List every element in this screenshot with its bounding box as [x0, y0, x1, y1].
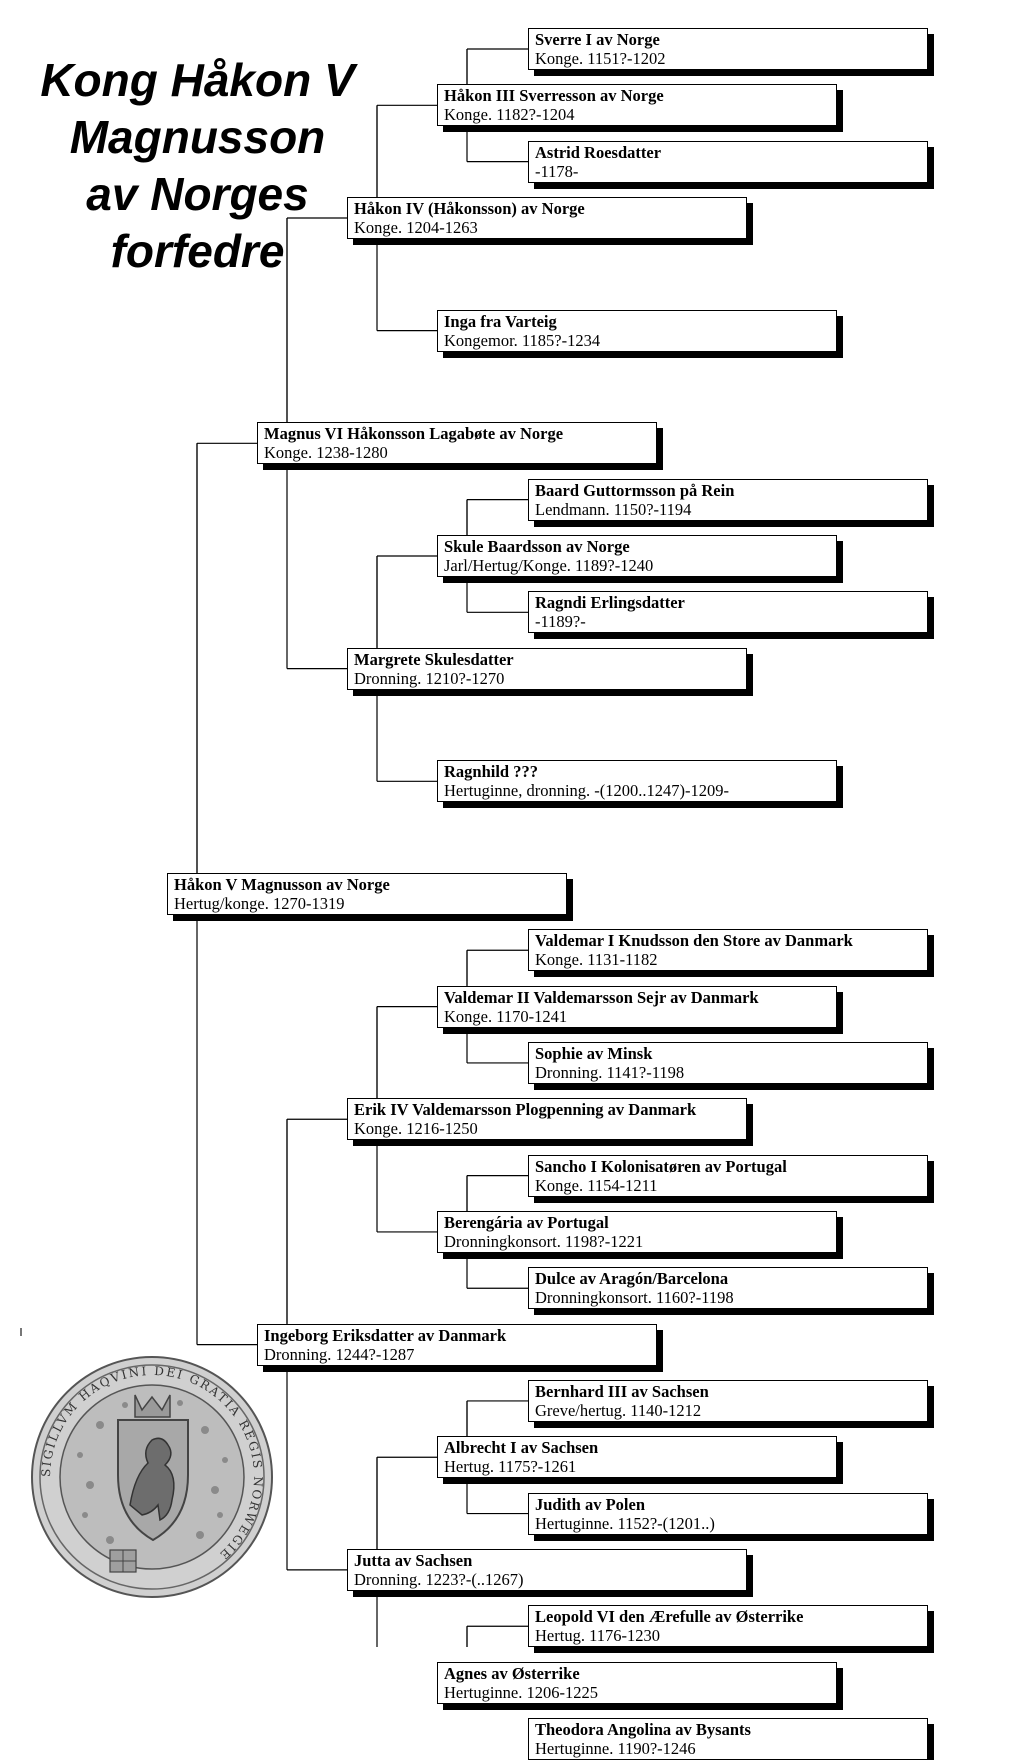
- person-box-sancho-i[interactable]: Sancho I Kolonisatøren av Portugal Konge…: [528, 1154, 928, 1197]
- person-info: Greve/hertug. 1140-1212: [535, 1400, 702, 1420]
- person-box-ragnhild[interactable]: Ragnhild ??? Hertuginne, dronning. -(120…: [437, 760, 837, 803]
- person-box-theodora-angolina[interactable]: Theodora Angolina av Bysants Hertuginne.…: [528, 1717, 928, 1760]
- person-info: Dronning. 1223?-(..1267): [354, 1569, 524, 1589]
- person-box-agnes-av-osterrike[interactable]: Agnes av Østerrike Hertuginne. 1206-1225: [437, 1661, 837, 1704]
- person-box-margrete-skulesdatter[interactable]: Margrete Skulesdatter Dronning. 1210?-12…: [347, 647, 747, 690]
- person-box-judith-av-polen[interactable]: Judith av Polen Hertuginne. 1152?-(1201.…: [528, 1492, 928, 1535]
- royal-seal-lion-icon: SIGILLVM HAQVINI DEI GRATIA REGIS NORWEG…: [31, 1356, 273, 1598]
- person-name: Judith av Polen: [535, 1494, 646, 1514]
- person-box-ingeborg-eriksdatter[interactable]: Ingeborg Eriksdatter av Danmark Dronning…: [257, 1323, 657, 1366]
- person-name: Håkon IV (Håkonsson) av Norge: [354, 198, 585, 218]
- person-info: Lendmann. 1150?-1194: [535, 499, 692, 519]
- person-info: Hertuginne. 1206-1225: [444, 1682, 598, 1702]
- person-info: Hertug. 1175?-1261: [444, 1457, 577, 1477]
- person-box-erik-iv[interactable]: Erik IV Valdemarsson Plogpenning av Danm…: [347, 1098, 747, 1141]
- person-name: Ragndi Erlingsdatter: [535, 593, 685, 613]
- person-info: Hertug. 1176-1230: [535, 1626, 660, 1646]
- person-info: Konge. 1182?-1204: [444, 105, 575, 125]
- person-name: Ragnhild ???: [444, 762, 538, 782]
- title-line-4: forfedre: [110, 225, 285, 277]
- person-box-leopold-vi[interactable]: Leopold VI den Ærefulle av Østerrike Her…: [528, 1605, 928, 1648]
- person-box-albrecht-i[interactable]: Albrecht I av Sachsen Hertug. 1175?-1261: [437, 1436, 837, 1479]
- person-box-bernhard-iii[interactable]: Bernhard III av Sachsen Greve/hertug. 11…: [528, 1379, 928, 1422]
- person-box-skule-baardsson[interactable]: Skule Baardsson av Norge Jarl/Hertug/Kon…: [437, 534, 837, 577]
- person-box-hakon-iv[interactable]: Håkon IV (Håkonsson) av Norge Konge. 120…: [347, 196, 747, 239]
- person-info: Jarl/Hertug/Konge. 1189?-1240: [444, 555, 654, 575]
- person-info: Dronningkonsort. 1160?-1198: [535, 1288, 734, 1308]
- title-line-2: Magnusson: [69, 111, 326, 163]
- person-name: Valdemar I Knudsson den Store av Danmark: [535, 931, 853, 951]
- person-box-valdemar-ii[interactable]: Valdemar II Valdemarsson Sejr av Danmark…: [437, 985, 837, 1028]
- person-box-hakon-iii[interactable]: Håkon III Sverresson av Norge Konge. 118…: [437, 84, 837, 127]
- person-info: Hertug/konge. 1270-1319: [174, 893, 345, 913]
- person-info: Konge. 1131-1182: [535, 950, 658, 970]
- person-box-sophie-av-minsk[interactable]: Sophie av Minsk Dronning. 1141?-1198: [528, 1041, 928, 1084]
- person-name: Inga fra Varteig: [444, 311, 557, 331]
- person-name: Erik IV Valdemarsson Plogpenning av Danm…: [354, 1100, 697, 1120]
- person-name: Astrid Roesdatter: [535, 142, 662, 162]
- person-name: Theodora Angolina av Bysants: [535, 1719, 751, 1739]
- person-info: -1189?-: [535, 612, 586, 632]
- person-name: Bernhard III av Sachsen: [535, 1381, 709, 1401]
- person-box-astrid-roesdatter[interactable]: Astrid Roesdatter -1178-: [528, 140, 928, 183]
- person-name: Sancho I Kolonisatøren av Portugal: [535, 1156, 787, 1176]
- person-info: Dronningkonsort. 1198?-1221: [444, 1231, 644, 1251]
- person-box-ragndi-erlingsdatter[interactable]: Ragndi Erlingsdatter -1189?-: [528, 591, 928, 634]
- person-box-dulce[interactable]: Dulce av Aragón/Barcelona Dronningkonsor…: [528, 1267, 928, 1310]
- person-info: Konge. 1154-1211: [535, 1175, 658, 1195]
- scan-speck: [20, 1328, 22, 1336]
- person-name: Magnus VI Håkonsson Lagabøte av Norge: [264, 424, 564, 444]
- person-name: Sverre I av Norge: [535, 30, 660, 49]
- person-box-sverre-i[interactable]: Sverre I av Norge Konge. 1151?-1202: [528, 28, 928, 70]
- person-info: Kongemor. 1185?-1234: [444, 330, 601, 350]
- person-name: Skule Baardsson av Norge: [444, 536, 630, 556]
- person-box-jutta-av-sachsen[interactable]: Jutta av Sachsen Dronning. 1223?-(..1267…: [347, 1548, 747, 1591]
- person-info: Konge. 1238-1280: [264, 443, 388, 463]
- person-name: Leopold VI den Ærefulle av Østerrike: [535, 1607, 804, 1627]
- person-name: Jutta av Sachsen: [354, 1550, 473, 1570]
- person-name: Margrete Skulesdatter: [354, 649, 514, 669]
- person-name: Baard Guttormsson på Rein: [535, 480, 735, 500]
- chart-title: Kong Håkon V Magnusson av Norges forfedr…: [20, 52, 375, 280]
- person-name: Valdemar II Valdemarsson Sejr av Danmark: [444, 987, 759, 1007]
- person-info: Dronning. 1210?-1270: [354, 668, 505, 688]
- title-line-1: Kong Håkon V: [40, 54, 355, 106]
- person-name: Albrecht I av Sachsen: [444, 1438, 599, 1458]
- person-info: -1178-: [535, 161, 579, 181]
- person-box-inga-fra-varteig[interactable]: Inga fra Varteig Kongemor. 1185?-1234: [437, 309, 837, 352]
- person-box-hakon-v[interactable]: Håkon V Magnusson av Norge Hertug/konge.…: [167, 872, 567, 915]
- person-name: Berengária av Portugal: [444, 1212, 609, 1232]
- person-name: Håkon V Magnusson av Norge: [174, 874, 390, 894]
- person-name: Sophie av Minsk: [535, 1043, 653, 1063]
- person-info: Dronning. 1141?-1198: [535, 1062, 685, 1082]
- person-name: Dulce av Aragón/Barcelona: [535, 1269, 729, 1289]
- person-box-magnus-vi[interactable]: Magnus VI Håkonsson Lagabøte av Norge Ko…: [257, 422, 657, 465]
- person-box-baard-guttormsson[interactable]: Baard Guttormsson på Rein Lendmann. 1150…: [528, 478, 928, 521]
- person-name: Håkon III Sverresson av Norge: [444, 86, 664, 106]
- person-name: Agnes av Østerrike: [444, 1663, 580, 1683]
- person-box-valdemar-i[interactable]: Valdemar I Knudsson den Store av Danmark…: [528, 929, 928, 972]
- person-info: Hertuginne. 1190?-1246: [535, 1738, 696, 1758]
- person-info: Konge. 1170-1241: [444, 1006, 568, 1026]
- person-info: Konge. 1216-1250: [354, 1119, 478, 1139]
- person-info: Konge. 1151?-1202: [535, 49, 666, 68]
- person-info: Hertuginne, dronning. -(1200..1247)-1209…: [444, 781, 730, 801]
- person-info: Dronning. 1244?-1287: [264, 1344, 415, 1364]
- person-name: Ingeborg Eriksdatter av Danmark: [264, 1325, 507, 1345]
- title-line-3: av Norges: [86, 168, 309, 220]
- person-info: Konge. 1204-1263: [354, 217, 478, 237]
- person-box-berengaria[interactable]: Berengária av Portugal Dronningkonsort. …: [437, 1210, 837, 1253]
- person-info: Hertuginne. 1152?-(1201..): [535, 1513, 715, 1533]
